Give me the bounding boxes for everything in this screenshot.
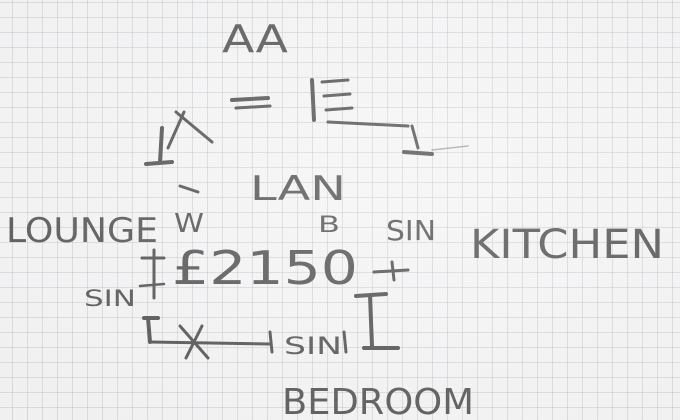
room-lounge: LOUNGE: [6, 211, 158, 251]
area-label: LAN: [250, 169, 346, 209]
bottom-wall: [142, 316, 274, 360]
room-bedroom: BEDROOM: [282, 382, 474, 420]
outlet-right: [372, 260, 410, 282]
price-label: £2150: [172, 241, 358, 295]
top-wall: [230, 78, 410, 128]
sin-right: SIN: [386, 214, 436, 247]
marker-w: W: [174, 209, 204, 239]
left-wall-mark: [178, 184, 200, 194]
sin-bottom: SIN: [284, 332, 342, 360]
top-left-corner: [144, 110, 214, 166]
room-kitchen: KITCHEN: [470, 222, 664, 268]
bottom-right-corner: [342, 292, 400, 354]
marker-b: B: [318, 213, 340, 238]
sin-left: SIN: [84, 287, 136, 312]
header-label: AA: [222, 17, 288, 61]
top-right-corner: [402, 124, 469, 156]
outlet-left: [138, 248, 166, 300]
